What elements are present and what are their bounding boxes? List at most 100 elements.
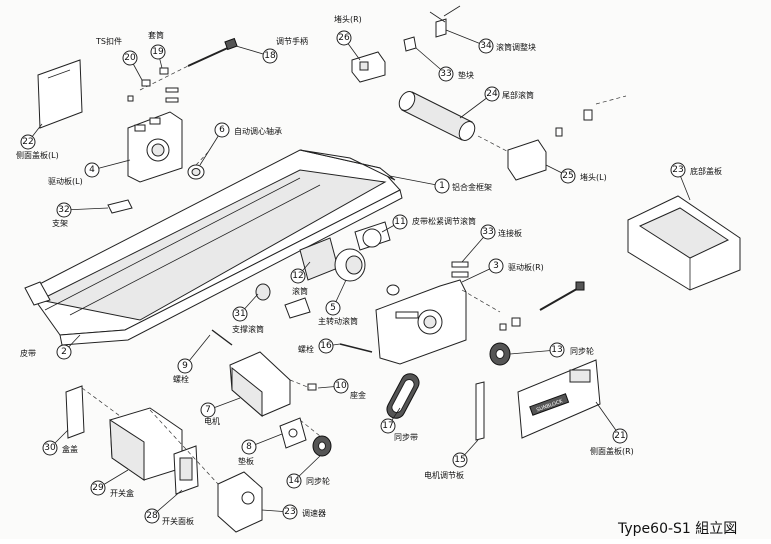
callout-circle [90,480,106,496]
callout-circle [336,30,352,46]
callout-circle [670,162,686,178]
callout-label: 底部盖板 [690,166,722,176]
callout-label: 开关面板 [162,516,194,526]
callout-circle [560,168,576,184]
callout-circle [232,306,248,322]
callout-label: 开关盒 [110,488,134,498]
callout-label: 驱动板(L) [48,176,83,186]
callout-number: 33 [482,227,493,237]
drive-plate-left [127,111,183,183]
callout-number: 20 [124,53,136,63]
part-callout-24: 24 尾部滚筒 [459,86,534,119]
callout-circle [177,358,193,374]
callout-number: 17 [382,421,393,431]
callout-label: 侧面盖板(L) [16,150,59,160]
callout-number: 4 [89,165,95,175]
part-callout-28: 28 开关面板 [144,489,194,526]
callout-label: 同步轮 [570,346,594,356]
callout-label: 皮带 [20,348,36,358]
callout-label: 尾部滚筒 [502,90,534,100]
callout-number: 31 [234,309,245,319]
callout-number: 32 [58,205,69,215]
callout-circle [478,38,494,54]
callout-number: 22 [22,137,33,147]
callout-number: 1 [439,181,445,191]
callout-number: 15 [454,455,465,465]
end-cap-right [351,5,461,83]
support-roller [255,283,311,319]
callout-circle [144,508,160,524]
callout-circle [438,66,454,82]
callout-number: 26 [338,33,350,43]
callout-number: 33 [440,69,451,79]
callout-label: 自动调心轴承 [234,126,282,136]
callout-circle [484,86,500,102]
callout-number: 30 [44,443,56,453]
part-callout-2: 2皮带 [20,334,81,360]
callout-circle [56,202,72,218]
callout-circle [150,44,166,60]
bottom-cover [627,195,741,291]
callout-number: 29 [92,483,104,493]
callout-circle [241,439,257,455]
pad-plate [279,417,307,449]
part-callout-30: 30 盒盖 [42,429,78,456]
callout-number: 7 [205,405,211,415]
callout-circle [200,402,216,418]
part-callout-22: 22 侧面盖板(L) [16,123,59,160]
callout-label: 垫块 [458,70,474,80]
callout-circle [262,48,278,64]
part-callout-8: 8垫板 [238,433,283,466]
callout-number: 24 [486,89,498,99]
callout-label: 滚筒调整块 [496,42,536,52]
callout-label: 盒盖 [62,444,78,454]
part-callout-7: 7电机 [200,397,241,426]
callout-circle [42,440,58,456]
callout-circle [286,473,302,489]
callout-circle [318,338,334,354]
callout-label: 滚筒 [292,286,308,296]
callout-circle [20,134,36,150]
callout-number: 19 [152,47,164,57]
part-callout-4: 4 驱动板(L) [48,159,131,186]
callout-label: 主转动滚筒 [318,316,358,326]
drive-plate-right [375,279,467,365]
callout-circle [290,268,306,284]
callout-label: 连接板 [498,228,522,238]
callout-number: 28 [146,511,158,521]
callout-circle [214,122,230,138]
callout-number: 9 [182,361,188,371]
callout-circle [434,178,450,194]
end-cap-left [507,95,627,181]
part-callout-29: 29 开关盒 [90,469,134,498]
sleeve-and-ts-fastener [127,67,179,103]
callout-circle [333,378,349,394]
drawing-title: Type60-S1 組立図 [617,521,737,537]
part-callout-33: 33 连接板 [461,224,522,263]
callout-label: 座金 [350,390,366,400]
part-callout-9: 9螺栓 [173,334,211,384]
callout-number: 12 [292,271,303,281]
speed-controller [217,471,263,533]
callout-label: 螺栓 [298,344,314,354]
callout-circle [480,224,496,240]
box-cover [65,385,85,439]
callout-circle [549,342,565,358]
callout-label: 电机 [204,416,220,426]
